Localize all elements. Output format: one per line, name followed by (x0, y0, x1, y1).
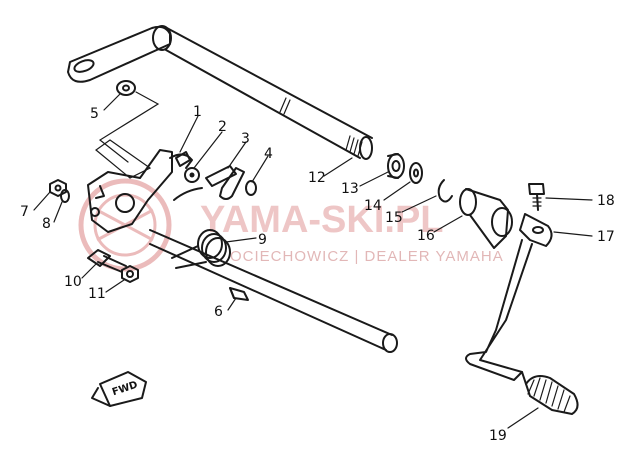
shift-shaft (67, 25, 373, 160)
fwd-label: FWD (111, 380, 139, 399)
label-part-8: 8 (42, 216, 51, 232)
label-part-15: 15 (385, 210, 403, 226)
label-part-13: 13 (341, 181, 359, 197)
part-5-oil-seal (116, 80, 136, 96)
part-17-shift-pedal (465, 213, 553, 381)
label-part-10: 10 (64, 274, 82, 290)
label-part-18: 18 (597, 193, 615, 209)
part-11-nut (121, 265, 139, 283)
label-part-3: 3 (241, 131, 250, 147)
part-15-circlip (437, 179, 453, 203)
part-7-nut (49, 179, 67, 197)
label-part-6: 6 (214, 304, 223, 320)
label-part-11: 11 (88, 286, 106, 302)
part-16-rubber-boot (459, 188, 513, 249)
part-8-washer (60, 189, 70, 203)
part-10-bolt (87, 249, 127, 273)
part-6-pin (229, 287, 249, 301)
part-13-oil-seal (387, 153, 405, 179)
shift-arm-assembly (87, 139, 193, 233)
label-part-9: 9 (258, 232, 267, 248)
part-4-circlip (245, 180, 257, 196)
part-9-torsion-spring (171, 229, 231, 269)
part-1-pin (175, 151, 191, 167)
assembly-guide-lines (98, 91, 160, 163)
label-part-5: 5 (90, 106, 99, 122)
part-19-pedal-rubber (521, 371, 579, 415)
label-part-1: 1 (193, 104, 202, 120)
label-part-19: 19 (489, 428, 507, 444)
fwd-direction-marker: FWD (91, 371, 147, 407)
leader-lines (33, 93, 593, 429)
label-part-4: 4 (264, 146, 273, 162)
watermark-subtitle: OCIECHOWICZ | DEALER YAMAHA (230, 248, 504, 265)
part-3-stopper-lever (173, 165, 245, 201)
lower-shaft (149, 229, 398, 353)
part-18-bolt (528, 183, 545, 211)
part-14-washer (409, 162, 423, 184)
watermark: YAMA-SKI.PL OCIECHOWICZ | DEALER YAMAHA (78, 178, 504, 272)
part-number-labels: 1 2 3 4 5 6 7 8 9 10 11 12 13 14 15 16 1… (20, 104, 615, 444)
part-2-roller (184, 167, 200, 183)
label-part-17: 17 (597, 229, 615, 245)
label-part-12: 12 (308, 170, 326, 186)
watermark-title: YAMA-SKI.PL (200, 199, 444, 241)
label-part-16: 16 (417, 228, 435, 244)
label-part-2: 2 (218, 119, 227, 135)
label-part-7: 7 (20, 204, 29, 220)
label-part-14: 14 (364, 198, 382, 214)
